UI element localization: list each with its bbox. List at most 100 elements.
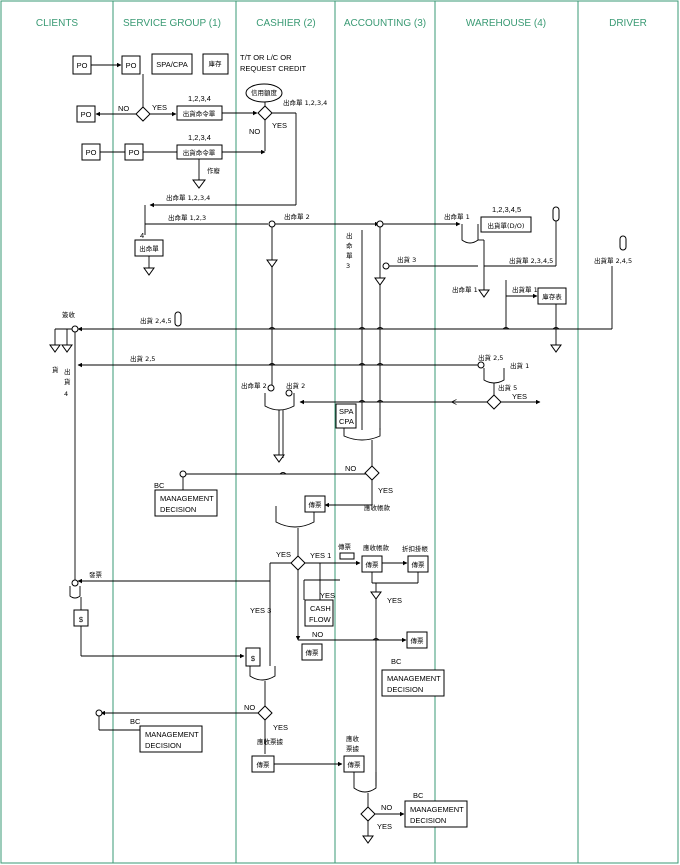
order-1-label: 出命單 1 — [452, 285, 478, 294]
order-2b-label: 出命單 2 — [241, 381, 267, 390]
po-label: PO — [81, 110, 92, 119]
no-label: NO — [118, 104, 129, 113]
ship-1-label: 出貨單 1 — [512, 285, 538, 294]
mgmt-label: MANAGEMENT — [410, 805, 464, 814]
dollar-label: $ — [251, 654, 256, 663]
yes-label: YES — [276, 550, 291, 559]
voucher-label: 傳票 — [411, 636, 425, 645]
lane-title-accounting: ACCOUNTING (3) — [344, 18, 426, 29]
decision-label: DECISION — [410, 816, 446, 825]
ship-3-label: 出貨 3 — [397, 255, 416, 264]
voucher-label: 傳票 — [306, 648, 320, 657]
po-label: PO — [86, 148, 97, 157]
decision-diamond-warehouse — [486, 394, 502, 410]
voucher-box-5 — [301, 643, 323, 661]
mgmt-decision-box-1 — [154, 489, 218, 517]
mgmt-label: MANAGEMENT — [387, 674, 441, 683]
vert-ship-char: 貨 — [52, 365, 59, 374]
bc-label: BC — [130, 717, 141, 726]
bc-label: BC — [154, 481, 165, 490]
storage-icon — [552, 206, 560, 222]
cpa-label: CPA — [339, 417, 354, 426]
crossing-ticks — [268, 327, 560, 641]
order-2-label: 出命單 2 — [284, 212, 310, 221]
mgmt-label: MANAGEMENT — [160, 494, 214, 503]
decision-diamond-accounting — [364, 465, 380, 481]
receivable-ar-label: 應收帳款 — [363, 543, 390, 552]
ship-2345-label: 出貨單 2,3,4,5 — [509, 256, 553, 265]
vert-order-3-char: 3 — [346, 262, 350, 270]
payment-box-cashier — [245, 647, 261, 667]
ship-245-driver-label: 出貨單 2,4,5 — [594, 256, 632, 265]
lane-title-service-group: SERVICE GROUP (1) — [123, 18, 221, 29]
vert-order-3-char: 命 — [346, 241, 353, 250]
stock-sheet-box — [537, 287, 567, 305]
bc-label: BC — [391, 657, 402, 666]
voucher-label: 傳票 — [366, 560, 380, 569]
vert-ship-char: 貨 — [64, 377, 71, 386]
yes-label: YES — [387, 596, 402, 605]
voucher-label: 傳票 — [257, 760, 271, 769]
yes1-label: YES 1 — [310, 551, 331, 560]
po-box-return — [76, 105, 96, 123]
voucher-label: 傳票 — [348, 760, 362, 769]
decision-diamond-cashier-2 — [290, 555, 306, 571]
ship-5-label: 出貨 5 — [498, 383, 517, 392]
do-box — [480, 216, 532, 233]
yes-label: YES — [320, 591, 335, 600]
credit-limit-ellipse — [245, 83, 283, 103]
order-1-label: 出命單 1 — [444, 212, 470, 221]
request-credit-text: REQUEST CREDIT — [240, 64, 307, 73]
numbers-label: 1,2,3,4 — [188, 94, 211, 103]
no-label: NO — [381, 803, 392, 812]
vert-ship-char: 4 — [64, 390, 68, 398]
receivable-label: 應收帳款 — [364, 503, 391, 512]
stock-sheet-label: 庫存表 — [542, 292, 562, 301]
po-box-service — [121, 55, 141, 75]
order-1234-label-2: 出命單 1,2,3,4 — [166, 193, 210, 202]
stock-label: 庫存 — [209, 59, 223, 68]
ship-1b-label: 出貨 1 — [510, 361, 529, 370]
flow-label: FLOW — [309, 615, 332, 624]
yes-label: YES — [152, 103, 167, 112]
voucher-label: 傳票 — [309, 500, 323, 509]
lane-title-driver: DRIVER — [609, 18, 647, 29]
credit-limit-label: 信用額度 — [251, 88, 278, 97]
no-label: NO — [312, 630, 323, 639]
decision-diamond-service — [135, 106, 151, 122]
sign-label: 簽收 — [62, 310, 76, 319]
stock-box — [202, 53, 229, 75]
no-label: NO — [244, 703, 255, 712]
cash-flow-box — [304, 599, 334, 627]
po-label: PO — [126, 61, 137, 70]
yes-label: YES — [272, 121, 287, 130]
spa-label: SPA — [339, 407, 353, 416]
decision-diamond-accounting-2 — [360, 806, 376, 822]
do-box-label: 出貨單(D/O) — [488, 221, 525, 230]
cash-label: CASH — [310, 604, 331, 613]
mgmt-decision-box-2 — [381, 669, 445, 697]
decision-label: DECISION — [160, 505, 196, 514]
vert-order-3-char: 單 — [346, 252, 353, 260]
yes-label: YES — [377, 822, 392, 831]
discount-label: 折扣掛帳 — [402, 544, 429, 553]
yes-label: YES — [273, 723, 288, 732]
receivable-note-label: 應收票據 — [257, 737, 284, 746]
voucher-label: 傳票 — [412, 560, 426, 569]
order-slip-label: 出貨命令單 — [183, 109, 216, 118]
spa-cpa-acct-box — [335, 403, 357, 429]
ship-245-label: 出貨 2,4,5 — [140, 316, 172, 325]
decision-label: DECISION — [387, 685, 423, 694]
spa-cpa-label: SPA/CPA — [156, 60, 187, 69]
yes-label: YES — [378, 486, 393, 495]
lane-title-cashier: CASHIER (2) — [256, 18, 315, 29]
no-label: NO — [249, 127, 260, 136]
mgmt-decision-box-3 — [139, 725, 203, 753]
voucher-box-1 — [304, 495, 326, 513]
voucher-label: 傳票 — [338, 542, 352, 551]
no-label: NO — [345, 464, 356, 473]
spa-cpa-box — [151, 53, 193, 75]
invoice-label: 發票 — [89, 570, 103, 579]
